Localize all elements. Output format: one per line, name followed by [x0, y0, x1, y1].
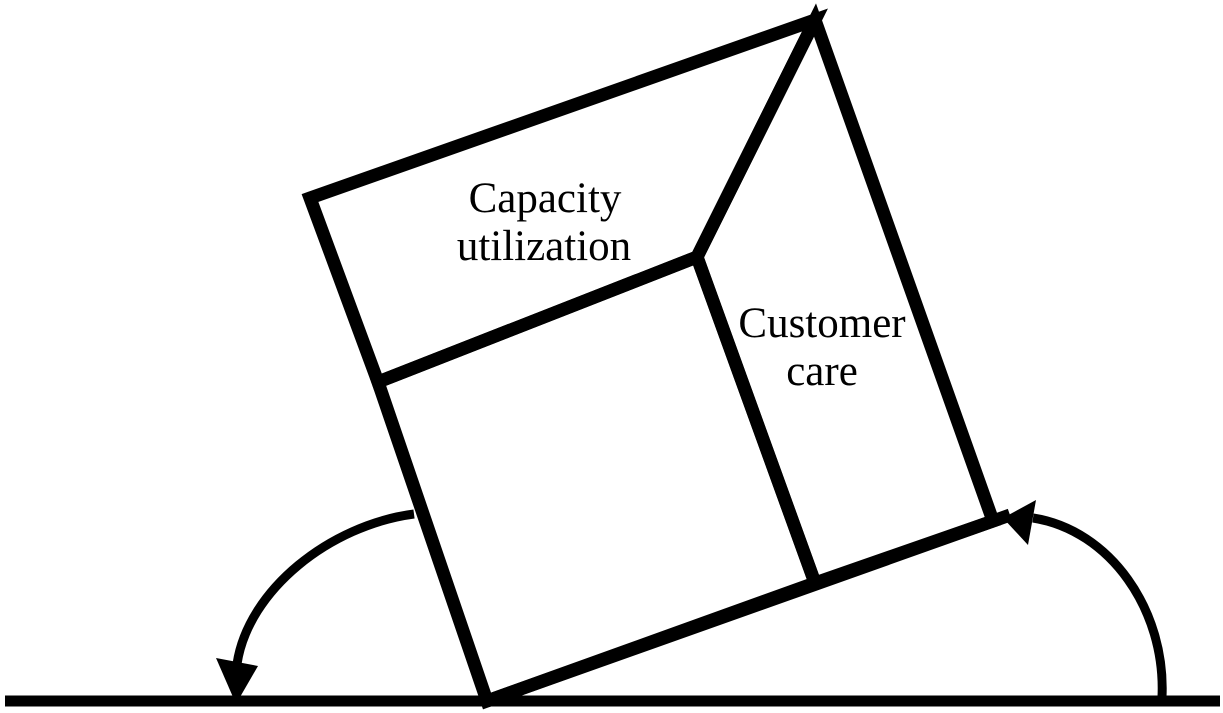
label-customer-line2: care: [786, 348, 858, 395]
left-rotation-arrow-icon: [216, 509, 415, 704]
label-customer-line1: Customer: [738, 300, 905, 347]
label-capacity-line2: utilization: [457, 223, 631, 270]
cube-bottom-edge: [484, 508, 1013, 708]
label-capacity-line1: Capacity: [469, 175, 622, 222]
right-rotation-arrow-icon: [1003, 500, 1167, 698]
